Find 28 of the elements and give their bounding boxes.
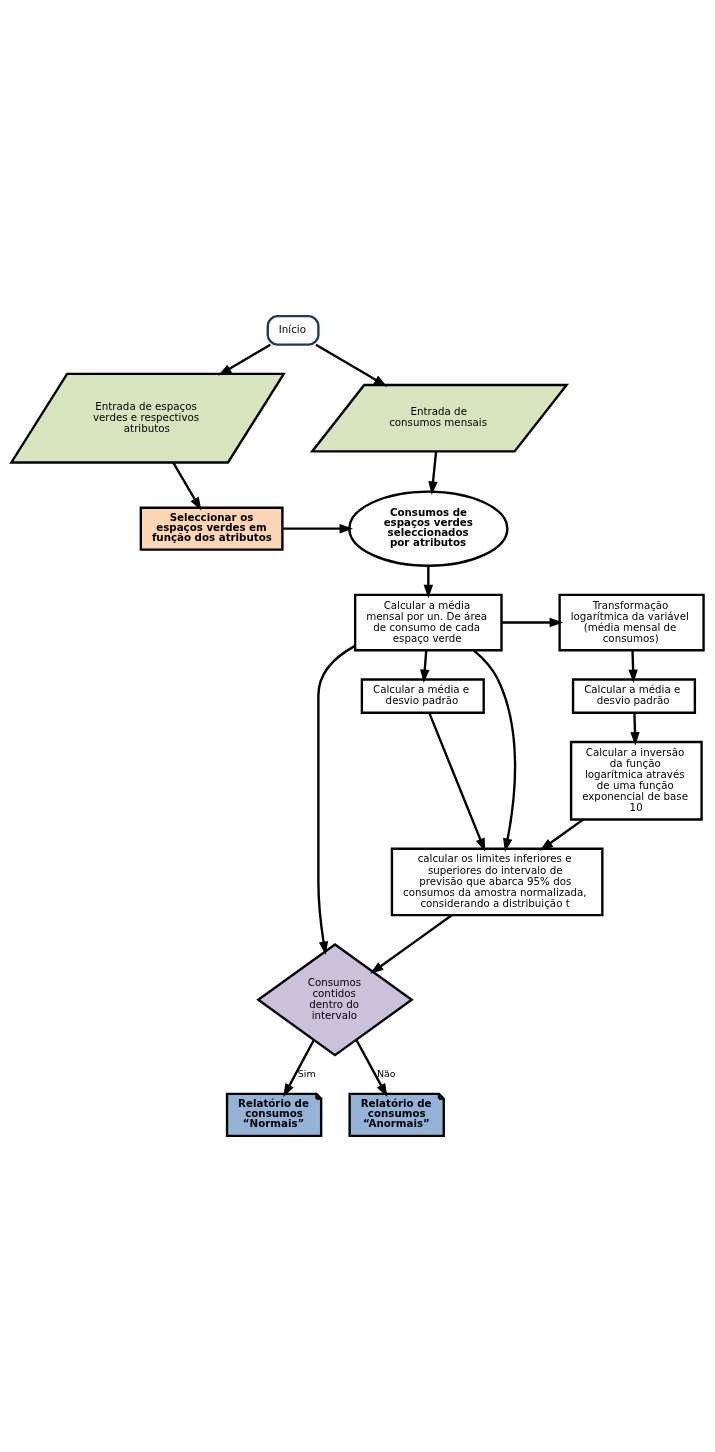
arrow bbox=[317, 644, 356, 955]
node-box: Transformação logarítmica da variável (média mensal de consumos) bbox=[558, 593, 705, 652]
arrow bbox=[370, 914, 453, 974]
node-box: Calcular a média e desvio padrão bbox=[360, 678, 485, 714]
node-box: Calcular a média mensal por un. De área de consumo de cada espaço verde bbox=[354, 593, 503, 652]
arrow bbox=[315, 343, 388, 387]
edge-label: Sim bbox=[297, 1067, 316, 1079]
arrow bbox=[628, 650, 638, 683]
arrow bbox=[172, 462, 202, 511]
node-ellipse: Consumos de espaços verdes seleccionados por atributos bbox=[348, 490, 509, 567]
edge-label: Não bbox=[376, 1067, 396, 1079]
node-box: Calcular a média e desvio padrão bbox=[571, 678, 697, 714]
node-box: Início bbox=[266, 314, 320, 346]
arrow bbox=[630, 712, 640, 746]
arrow bbox=[420, 650, 430, 683]
arrow bbox=[355, 1039, 388, 1098]
node-box: calcular os limites inferiores e superiores do intervalo de previsão que abarca 95% dos consumos da amostra normalizada, considerando a distribuição t bbox=[390, 847, 604, 917]
arrow bbox=[473, 649, 517, 852]
arrow bbox=[501, 617, 564, 628]
node-box: Calcular a inversão da função logarítmica através de uma função exponencial de base 10 bbox=[569, 740, 703, 821]
arrow bbox=[428, 712, 486, 852]
arrow bbox=[423, 565, 434, 599]
arrow bbox=[283, 1039, 315, 1098]
arrow bbox=[428, 451, 438, 495]
arrow bbox=[282, 523, 354, 534]
arrow bbox=[218, 343, 271, 376]
node-box: Seleccionar os espaços verdes em função dos atributos bbox=[139, 506, 284, 551]
arrow bbox=[539, 818, 584, 851]
